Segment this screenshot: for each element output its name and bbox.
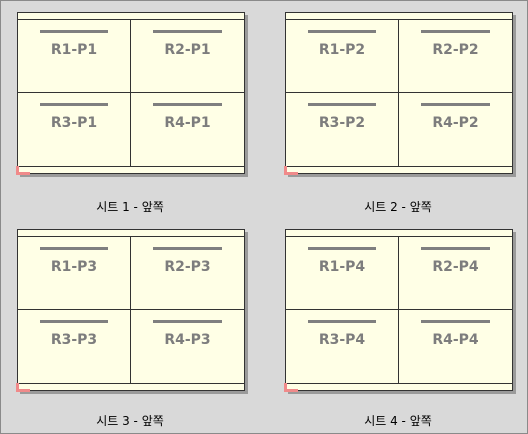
page-cell: R2-P3 bbox=[131, 237, 244, 310]
sheet-bottom-strip bbox=[18, 383, 244, 390]
sheet-grid: R1-P3 R2-P3 R3-P3 R4-P3 bbox=[18, 237, 244, 383]
page-label: R4-P2 bbox=[432, 115, 479, 131]
page-cell: R1-P2 bbox=[286, 20, 399, 93]
page-cell: R4-P3 bbox=[131, 310, 244, 383]
page-label: R2-P4 bbox=[432, 259, 479, 275]
corner-mark-icon bbox=[16, 166, 30, 175]
sheet-grid: R1-P4 R2-P4 R3-P4 R4-P4 bbox=[286, 237, 512, 383]
header-bar bbox=[40, 30, 108, 33]
page-label: R4-P1 bbox=[164, 115, 211, 131]
sheet-grid: R1-P2 R2-P2 R3-P2 R4-P2 bbox=[286, 20, 512, 166]
page-cell: R3-P2 bbox=[286, 93, 399, 166]
header-bar bbox=[40, 103, 108, 106]
header-bar bbox=[308, 30, 376, 33]
page-label: R2-P3 bbox=[164, 259, 211, 275]
sheet-caption: 시트 2 - 앞쪽 bbox=[364, 200, 432, 214]
sheet-top-strip bbox=[286, 13, 512, 20]
header-bar bbox=[40, 247, 108, 250]
sheet-grid: R1-P1 R2-P1 R3-P1 R4-P1 bbox=[18, 20, 244, 166]
page-label: R3-P3 bbox=[50, 332, 98, 348]
sheet-3: R1-P3 R2-P3 R3-P3 R4-P3 bbox=[16, 229, 245, 392]
header-bar bbox=[40, 320, 108, 323]
header-bar bbox=[153, 247, 222, 250]
page-label: R4-P3 bbox=[164, 332, 211, 348]
page-cell: R4-P4 bbox=[399, 310, 512, 383]
sheet-caption: 시트 4 - 앞쪽 bbox=[364, 414, 432, 428]
sheet-top-strip bbox=[18, 230, 244, 237]
sheet-4: R1-P4 R2-P4 R3-P4 R4-P4 bbox=[284, 229, 513, 392]
sheet-bottom-strip bbox=[18, 166, 244, 173]
page-cell: R1-P1 bbox=[18, 20, 131, 93]
page-cell: R1-P3 bbox=[18, 237, 131, 310]
page-label: R3-P2 bbox=[318, 115, 366, 131]
sheet-bottom-strip bbox=[286, 166, 512, 173]
header-bar bbox=[308, 247, 376, 250]
corner-mark-icon bbox=[284, 383, 298, 392]
sheet-1: R1-P1 R2-P1 R3-P1 R4-P1 bbox=[16, 12, 245, 175]
page-label: R1-P1 bbox=[50, 42, 98, 58]
corner-mark-icon bbox=[284, 166, 298, 175]
page-label: R1-P2 bbox=[318, 42, 366, 58]
page-label: R3-P4 bbox=[318, 332, 366, 348]
page-cell: R4-P2 bbox=[399, 93, 512, 166]
sheet-top-strip bbox=[18, 13, 244, 20]
page-cell: R1-P4 bbox=[286, 237, 399, 310]
header-bar bbox=[421, 30, 490, 33]
sheet-bottom-strip bbox=[286, 383, 512, 390]
page-label: R2-P2 bbox=[432, 42, 479, 58]
header-bar bbox=[308, 103, 376, 106]
sheet-2: R1-P2 R2-P2 R3-P2 R4-P2 bbox=[284, 12, 513, 175]
sheet-caption: 시트 1 - 앞쪽 bbox=[96, 200, 164, 214]
page-cell: R2-P1 bbox=[131, 20, 244, 93]
header-bar bbox=[421, 320, 490, 323]
page-label: R3-P1 bbox=[50, 115, 98, 131]
page-cell: R2-P2 bbox=[399, 20, 512, 93]
page-label: R1-P4 bbox=[318, 259, 366, 275]
page-label: R2-P1 bbox=[164, 42, 211, 58]
header-bar bbox=[153, 103, 222, 106]
page-cell: R3-P3 bbox=[18, 310, 131, 383]
sheet-caption: 시트 3 - 앞쪽 bbox=[96, 414, 164, 428]
corner-mark-icon bbox=[16, 383, 30, 392]
header-bar bbox=[421, 247, 490, 250]
page-cell: R3-P1 bbox=[18, 93, 131, 166]
header-bar bbox=[308, 320, 376, 323]
header-bar bbox=[153, 320, 222, 323]
page-cell: R3-P4 bbox=[286, 310, 399, 383]
page-label: R4-P4 bbox=[432, 332, 479, 348]
sheet-top-strip bbox=[286, 230, 512, 237]
header-bar bbox=[421, 103, 490, 106]
header-bar bbox=[153, 30, 222, 33]
page-cell: R4-P1 bbox=[131, 93, 244, 166]
page-label: R1-P3 bbox=[50, 259, 98, 275]
page-cell: R2-P4 bbox=[399, 237, 512, 310]
